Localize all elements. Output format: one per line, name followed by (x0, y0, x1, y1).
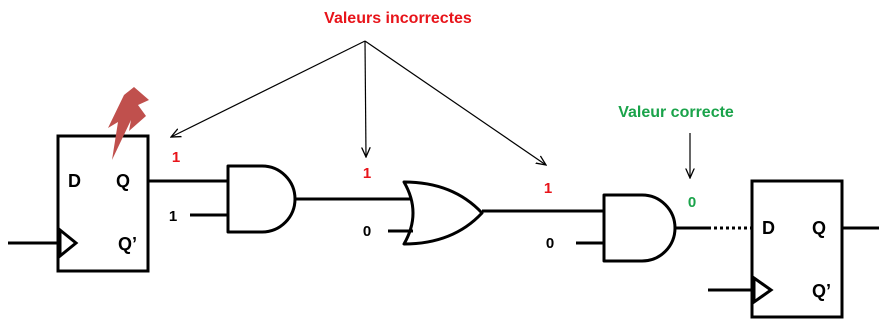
source-flipflop-body (56, 134, 150, 273)
and-gate-1-body (226, 164, 297, 234)
dest-flipflop: D Q Q’ (708, 179, 879, 319)
incorrect-arrows (171, 40, 546, 165)
and1-output-value: 1 (363, 165, 371, 182)
source-q-pin-label: Q (116, 171, 130, 191)
incorrect-arrow-to-q-output (171, 40, 366, 137)
correct-value-label: Valeur correcte (618, 104, 734, 121)
or-gate-input-b-value: 0 (363, 223, 371, 240)
and-gate-2: 0 (546, 193, 677, 263)
dest-qn-pin-label: Q’ (812, 281, 831, 301)
dest-d-pin-label: D (762, 218, 775, 238)
and-gate-2-body (602, 193, 677, 263)
lightning-bolt-icon (108, 87, 149, 160)
incorrect-arrow-to-and-output (365, 40, 366, 157)
incorrect-values-label: Valeurs incorrectes (324, 10, 472, 27)
or-gate-body (402, 180, 484, 246)
or-gate: 0 (363, 180, 484, 246)
q-output-value: 1 (172, 149, 180, 166)
and-gate-1-input-b-value: 1 (169, 208, 177, 225)
or-output-value: 1 (544, 180, 552, 197)
source-flipflop: D Q Q’ (8, 87, 150, 273)
source-qn-pin-label: Q’ (118, 234, 137, 254)
and-gate-1: 1 (169, 164, 297, 234)
and-gate-2-input-b-value: 0 (546, 235, 554, 252)
dest-q-pin-label: Q (812, 218, 826, 238)
incorrect-arrow-to-or-output (364, 40, 546, 165)
and2-output-value: 0 (688, 194, 696, 211)
source-d-pin-label: D (68, 171, 81, 191)
